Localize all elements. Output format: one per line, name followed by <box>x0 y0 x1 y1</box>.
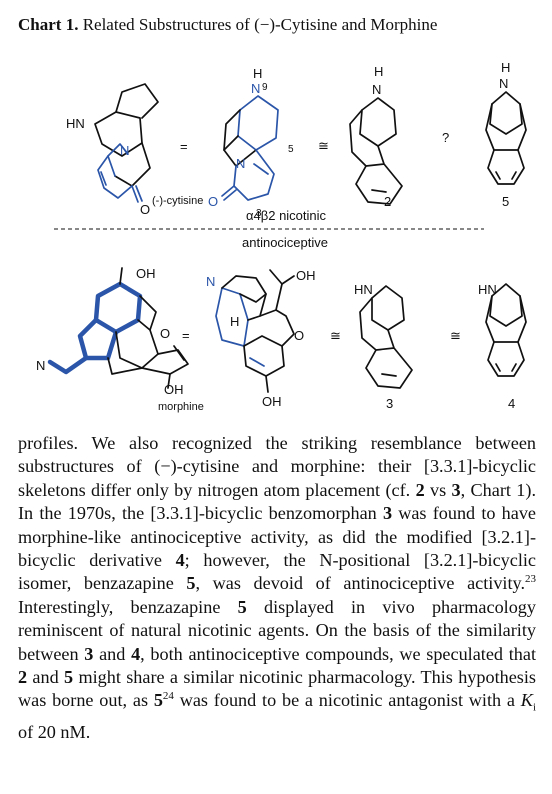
compound-4-structure <box>485 283 527 377</box>
nicotinic-label: α4β2 nicotinic <box>246 208 327 223</box>
compound-5-structure <box>485 91 527 185</box>
position-3-label: 3 <box>256 208 262 219</box>
cytisine-hn-label: HN <box>66 116 85 131</box>
cytisine-o-label: O <box>140 202 150 217</box>
position-9-label: 9 <box>262 82 268 93</box>
compound-4-hn-label: HN <box>478 282 497 297</box>
cytisine-o2-label: O <box>208 194 218 209</box>
compound-2-structure <box>349 97 403 205</box>
cytisine-n2-label: N <box>236 156 245 171</box>
body-paragraph: profiles. We also recognized the strikin… <box>18 433 537 742</box>
compound-3-label: 3 <box>386 396 393 411</box>
caption-text: Related Substructures of (−)-Cytisine an… <box>82 15 438 34</box>
compound-4-label: 4 <box>508 396 515 411</box>
antinociceptive-label: antinociceptive <box>242 235 328 250</box>
compound-5-h-label: H <box>501 60 510 75</box>
morphine2-oh-top-label: OH <box>296 268 316 283</box>
chart-caption: Chart 1. Related Substructures of (−)-Cy… <box>18 14 538 35</box>
compound-2-label: 2 <box>384 194 391 209</box>
compound-5-label: 5 <box>502 194 509 209</box>
chemical-scheme: HN N O = H N 9 5 3 O N ≅ H N 2 ? H N 5 (… <box>36 60 527 413</box>
compound-2-n-label: N <box>372 82 381 97</box>
caption-label: Chart 1. <box>18 15 79 34</box>
morphine-name-label: morphine <box>158 401 204 413</box>
cytisine-name-label: (-)-cytisine <box>152 195 203 207</box>
cytisine-h-label: H <box>253 66 262 81</box>
bottom-approx-sign-1: ≅ <box>330 328 341 343</box>
position-5-label: 5 <box>288 144 294 155</box>
question-mark: ? <box>442 130 449 145</box>
bottom-approx-sign-2: ≅ <box>450 328 461 343</box>
top-approx-sign: ≅ <box>318 138 329 153</box>
cytisine-n-label: N <box>120 143 129 158</box>
morphine2-o-label: O <box>294 328 304 343</box>
bottom-equals-sign: = <box>182 328 190 343</box>
morphine-oh-top-label: OH <box>136 266 156 281</box>
morphine-o-label: O <box>160 326 170 341</box>
morphine-structure-1 <box>47 267 189 389</box>
compound-3-hn-label: HN <box>354 282 373 297</box>
compound-5-n-label: N <box>499 76 508 91</box>
morphine-structure-2 <box>215 269 295 393</box>
cytisine-n9-label: N <box>251 81 260 96</box>
morphine-n-label: N <box>36 358 45 373</box>
cytisine-structure-2 <box>221 95 279 201</box>
morphine2-oh-bottom-label: OH <box>262 394 282 409</box>
morphine2-h-label: H <box>230 314 239 329</box>
compound-2-h-label: H <box>374 64 383 79</box>
morphine-oh-bottom-label: OH <box>164 382 184 397</box>
compound-3-structure <box>359 285 413 389</box>
top-equals-sign: = <box>180 139 188 154</box>
cytisine-structure-1 <box>94 83 159 203</box>
morphine2-n-label: N <box>206 274 215 289</box>
